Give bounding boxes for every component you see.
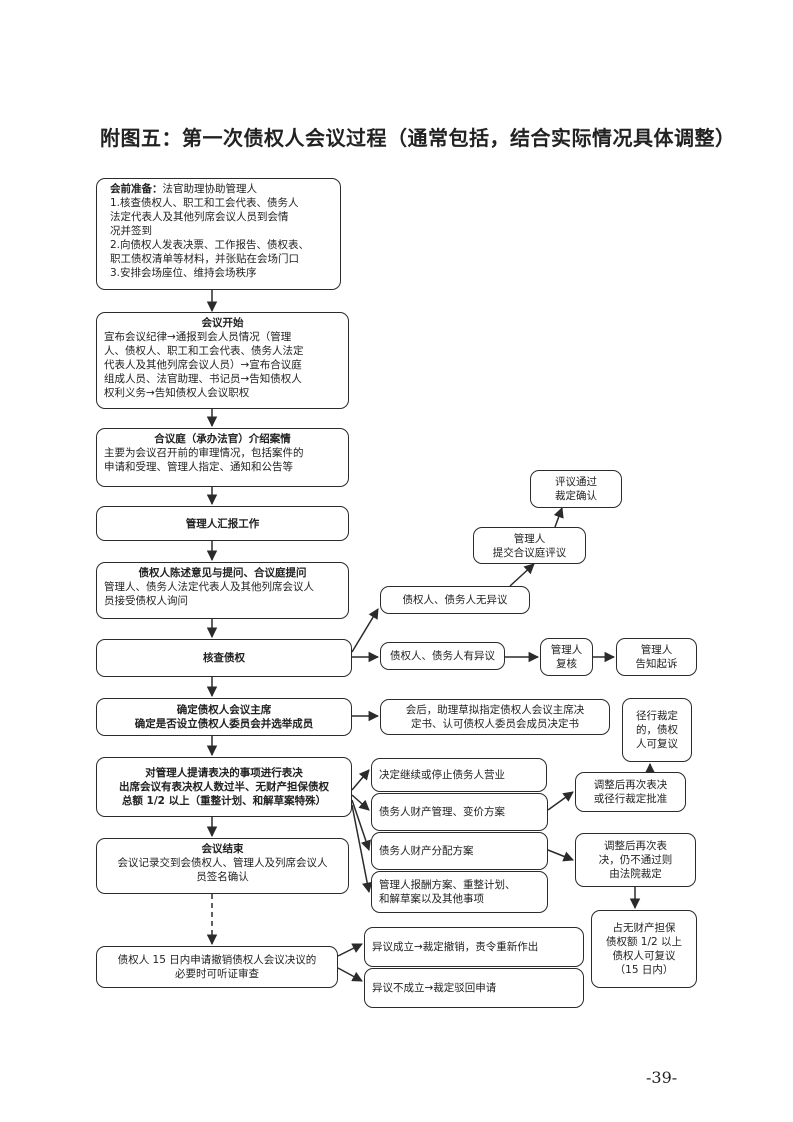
vote-item-distribution-box: 债务人财产分配方案 [371,832,548,870]
prep-label: 会前准备： [110,183,163,195]
half-review-line: 债权额 1/2 以上 [605,936,683,948]
pre-meeting-preparation-box: 会前准备：法官助理协助管理人 1.核查债权人、职工和工会代表、债务人 法定代表人… [96,178,341,290]
has-objection-text: 债权人、债务人有异议 [390,650,495,662]
assistant-draft-line: 会后，助理草拟指定债权人会议主席决 [405,704,585,716]
submit-review-box: 管理人 提交合议庭评议 [473,527,586,564]
has-objection-box: 债权人、债务人有异议 [380,642,505,670]
assistant-draft-line: 定书、认可债权人委员会成员决定书 [411,718,579,730]
creditor-opinion-title: 债权人陈述意见与提问、合议庭提问 [138,567,307,579]
recheck-line: 管理人 [550,644,583,656]
objection-upheld-box: 异议成立→裁定撤销，责令重新作出 [364,927,584,967]
no-objection-box: 债权人、债务人无异议 [380,586,530,614]
creditor-opinion-box: 债权人陈述意见与提问、合议庭提问 管理人、债务人法定代表人及其他列席会议人 员接… [96,562,349,619]
objection-rejected-box: 异议不成立→裁定驳回申请 [364,968,584,1008]
notify-lawsuit-line: 管理人 [640,644,673,656]
revote-court-ruling-box: 调整后再次表 决，仍不通过则 由法院裁定 [575,833,696,887]
chairman-line: 确定债权人会议主席 [176,704,272,716]
prep-label-rest: 法官助理协助管理人 [162,183,258,195]
half-review-line: 占无财产担保 [612,922,676,934]
ruling-confirm-box: 评议通过 裁定确认 [530,470,622,508]
meeting-start-title: 会议开始 [201,317,244,329]
case-intro-line: 申请和受理、管理人指定、通知和公告等 [104,461,293,473]
direct-ruling-line: 的，债权 [636,724,678,736]
meeting-end-line: 会议记录交到会债权人、管理人及列席会议人 [117,857,328,869]
administrator-report-box: 管理人汇报工作 [96,506,349,541]
no-objection-text: 债权人、债务人无异议 [402,594,508,606]
recheck-line: 复核 [556,658,577,670]
administrator-recheck-box: 管理人 复核 [540,638,593,676]
revoke-line: 债权人 15 日内申请撤销债权人会议决议的 [117,954,317,966]
voting-line: 出席会议有表决权人数过半、无财产担保债权 [119,781,329,793]
prep-line: 3.安排会场座位、维持会场秩序 [110,267,257,279]
chairman-line: 确定是否设立债权人委员会并选举成员 [134,718,314,730]
meeting-start-line: 组成人员、法官助理、书记员→告知债权人 [104,373,302,385]
revoke-resolution-box: 债权人 15 日内申请撤销债权人会议决议的 必要时可听证审查 [96,946,338,988]
case-introduction-box: 合议庭（承办法官）介绍案情 主要为会议召开前的审理情况，包括案件的 申请和受理、… [96,428,349,487]
case-intro-title: 合议庭（承办法官）介绍案情 [154,433,291,445]
creditor-opinion-line: 员接受债权人询问 [104,595,188,607]
voting-line: 对管理人提请表决的事项进行表决 [145,767,303,779]
vote-item-text: 债务人财产管理、变价方案 [379,806,505,818]
vote-item-property-box: 债务人财产管理、变价方案 [371,793,548,831]
verify-claims-title: 核查债权 [203,652,245,664]
prep-line: 况并签到 [110,225,152,237]
direct-ruling-line: 人可复议 [636,738,678,750]
notify-lawsuit-box: 管理人 告知起诉 [616,638,697,676]
objection-upheld-text: 异议成立→裁定撤销，责令重新作出 [372,941,539,953]
meeting-end-box: 会议结束 会议记录交到会债权人、管理人及列席会议人 员签名确认 [96,838,349,894]
vote-item-business-box: 决定继续或停止债务人营业 [371,758,547,792]
chairman-box: 确定债权人会议主席 确定是否设立债权人委员会并选举成员 [96,698,352,736]
meeting-start-line: 权利义务→告知债权人会议职权 [104,387,250,399]
vote-item-other-box: 管理人报酬方案、重整计划、 和解草案以及其他事项 [371,871,548,913]
submit-review-line: 管理人 [513,532,546,545]
page-number: -39- [646,1068,678,1087]
vote-item-line: 和解草案以及其他事项 [379,893,484,905]
meeting-start-line: 代表人及其他列席会议人员）→宣布合议庭 [104,359,302,371]
half-review-line: （15 日内） [614,964,674,976]
revote-court-line: 决，仍不通过则 [598,854,673,866]
revote-court-line: 由法院裁定 [609,868,662,880]
notify-lawsuit-line: 告知起诉 [635,658,678,670]
meeting-end-line: 员签名确认 [196,871,249,883]
revote-court-line: 调整后再次表 [604,840,667,852]
meeting-start-line: 宣布会议纪律→通报到会人员情况（管理 [104,331,292,343]
direct-ruling-review-box: 径行裁定 的，债权 人可复议 [622,698,692,762]
ruling-confirm-line: 评议通过 [555,476,597,488]
voting-box: 对管理人提请表决的事项进行表决 出席会议有表决权人数过半、无财产担保债权 总额 … [96,757,352,817]
assistant-draft-box: 会后，助理草拟指定债权人会议主席决 定书、认可债权人委员会成员决定书 [380,699,610,735]
creditor-opinion-line: 管理人、债务人法定代表人及其他列席会议人 [104,581,314,593]
vote-item-line: 管理人报酬方案、重整计划、 [379,879,516,891]
vote-item-text: 债务人财产分配方案 [379,845,474,857]
page-title: 附图五：第一次债权人会议过程（通常包括，结合实际情况具体调整） [100,126,736,150]
verify-claims-box: 核查债权 [96,639,352,677]
case-intro-line: 主要为会议召开前的审理情况，包括案件的 [104,447,304,459]
revoke-line: 必要时可听证审查 [175,968,259,980]
submit-review-line: 提交合议庭评议 [492,546,567,559]
meeting-start-box: 会议开始 宣布会议纪律→通报到会人员情况（管理 人、债权人、职工和工会代表、债务… [96,312,349,409]
revote-line: 或径行裁定批准 [593,793,668,805]
prep-line: 2.向债权人发表决票、工作报告、债权表、 [110,239,310,251]
half-review-line: 债权人可复议 [612,950,676,962]
vote-item-text: 决定继续或停止债务人营业 [379,769,505,781]
prep-line: 法定代表人及其他列席会议人员到会情 [110,211,289,223]
meeting-start-line: 人、债权人、职工和工会代表、债务人法定 [104,345,304,357]
meeting-end-title: 会议结束 [201,843,244,855]
voting-line: 总额 1/2 以上（重整计划、和解草案特殊） [121,795,327,807]
prep-line: 1.核查债权人、职工和工会代表、债务人 [110,197,299,209]
revote-or-approve-box: 调整后再次表决 或径行裁定批准 [575,772,686,812]
prep-line: 职工债权清单等材料，并张贴在会场门口 [110,253,299,265]
half-creditor-review-box: 占无财产担保 债权额 1/2 以上 债权人可复议 （15 日内） [591,910,697,988]
revote-line: 调整后再次表决 [593,779,668,791]
direct-ruling-line: 径行裁定 [636,710,678,722]
ruling-confirm-line: 裁定确认 [555,490,597,502]
objection-rejected-text: 异议不成立→裁定驳回申请 [372,982,497,994]
administrator-report-title: 管理人汇报工作 [185,517,260,530]
